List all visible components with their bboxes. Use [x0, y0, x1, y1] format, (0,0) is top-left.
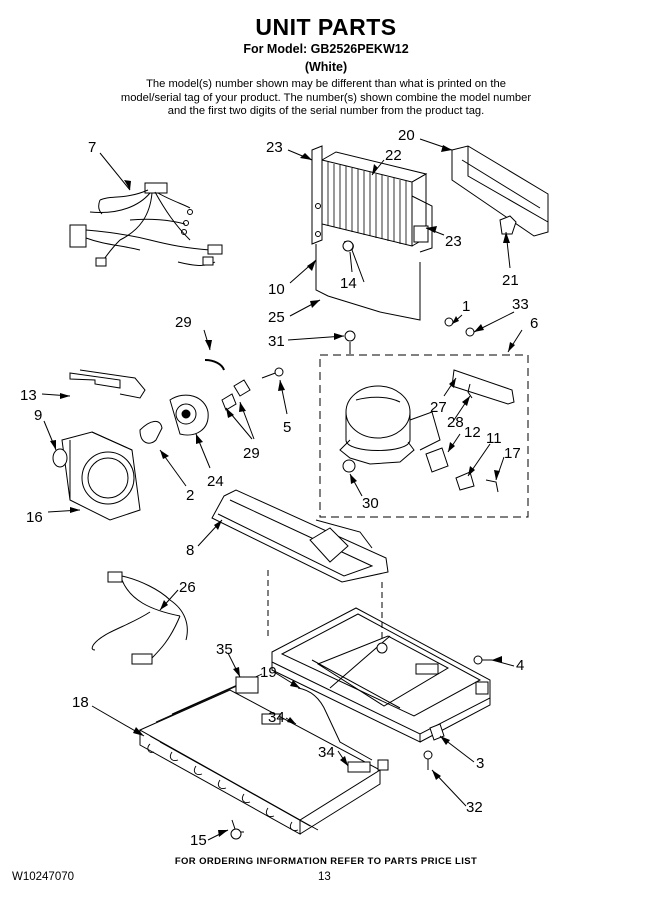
- callout-23-right: 23: [445, 233, 462, 250]
- model-color: (White): [304, 60, 348, 74]
- callout-35: 35: [216, 641, 233, 658]
- callout-20: 20: [398, 127, 415, 144]
- callout-11: 11: [486, 430, 502, 447]
- compressor-group-drawing: [319, 317, 529, 518]
- callout-21: 21: [502, 272, 519, 289]
- callout-16: 16: [26, 509, 43, 526]
- callout-9: 9: [34, 407, 42, 424]
- callout-4: 4: [516, 657, 524, 674]
- callout-29-bottom: 29: [243, 445, 260, 462]
- callout-15: 15: [190, 832, 207, 849]
- model-number: For Model: GB2526PEKW12: [243, 42, 409, 56]
- callout-1: 1: [462, 298, 470, 315]
- callout-8: 8: [186, 542, 194, 559]
- model-disclaimer: The model(s) number shown may be differe…: [120, 78, 532, 117]
- base-plate-drawing: [267, 570, 492, 770]
- callout-34-lower: 34: [318, 744, 335, 761]
- callout-arrowheads: [50, 145, 515, 837]
- callout-25: 25: [268, 309, 285, 326]
- page-number: 13: [318, 871, 331, 883]
- drain-pan-drawing: [211, 489, 389, 583]
- ordering-info: FOR ORDERING INFORMATION REFER TO PARTS …: [174, 856, 478, 867]
- callout-32: 32: [466, 799, 483, 816]
- condenser-drawing: [311, 145, 433, 321]
- callout-5: 5: [283, 419, 291, 436]
- callout-26: 26: [179, 579, 196, 596]
- compressor-harness-drawing: [91, 571, 188, 665]
- wire-harness-drawing: [69, 182, 223, 267]
- callout-10: 10: [268, 281, 285, 298]
- callout-30: 30: [362, 495, 379, 512]
- document-number: W10247070: [12, 871, 75, 883]
- callout-3: 3: [476, 755, 484, 772]
- callout-18: 18: [72, 694, 89, 711]
- callout-33: 33: [512, 296, 529, 313]
- callout-17: 17: [504, 445, 521, 462]
- callout-22: 22: [385, 147, 402, 164]
- callout-12: 12: [464, 424, 481, 441]
- callout-13: 13: [20, 387, 37, 404]
- callout-7: 7: [88, 139, 96, 156]
- callout-24: 24: [207, 473, 224, 490]
- callout-2: 2: [186, 487, 194, 504]
- callout-34-upper: 34: [268, 709, 285, 726]
- callout-labels: 7 23 22 20 23 21 10 14 25 1 33 6 29 31 1…: [20, 127, 538, 849]
- callout-31: 31: [268, 333, 285, 350]
- callout-27: 27: [430, 399, 447, 416]
- fan-assembly-drawing: [52, 359, 284, 521]
- callout-19: 19: [260, 664, 277, 681]
- callout-29-top: 29: [175, 314, 192, 331]
- callout-23-top: 23: [266, 139, 283, 156]
- page-title: UNIT PARTS: [255, 14, 397, 40]
- bracket-drawing: [451, 145, 549, 237]
- callout-6: 6: [530, 315, 538, 332]
- condenser-coil-drawing: [138, 673, 389, 840]
- callout-28: 28: [447, 414, 464, 431]
- callout-14: 14: [340, 275, 357, 292]
